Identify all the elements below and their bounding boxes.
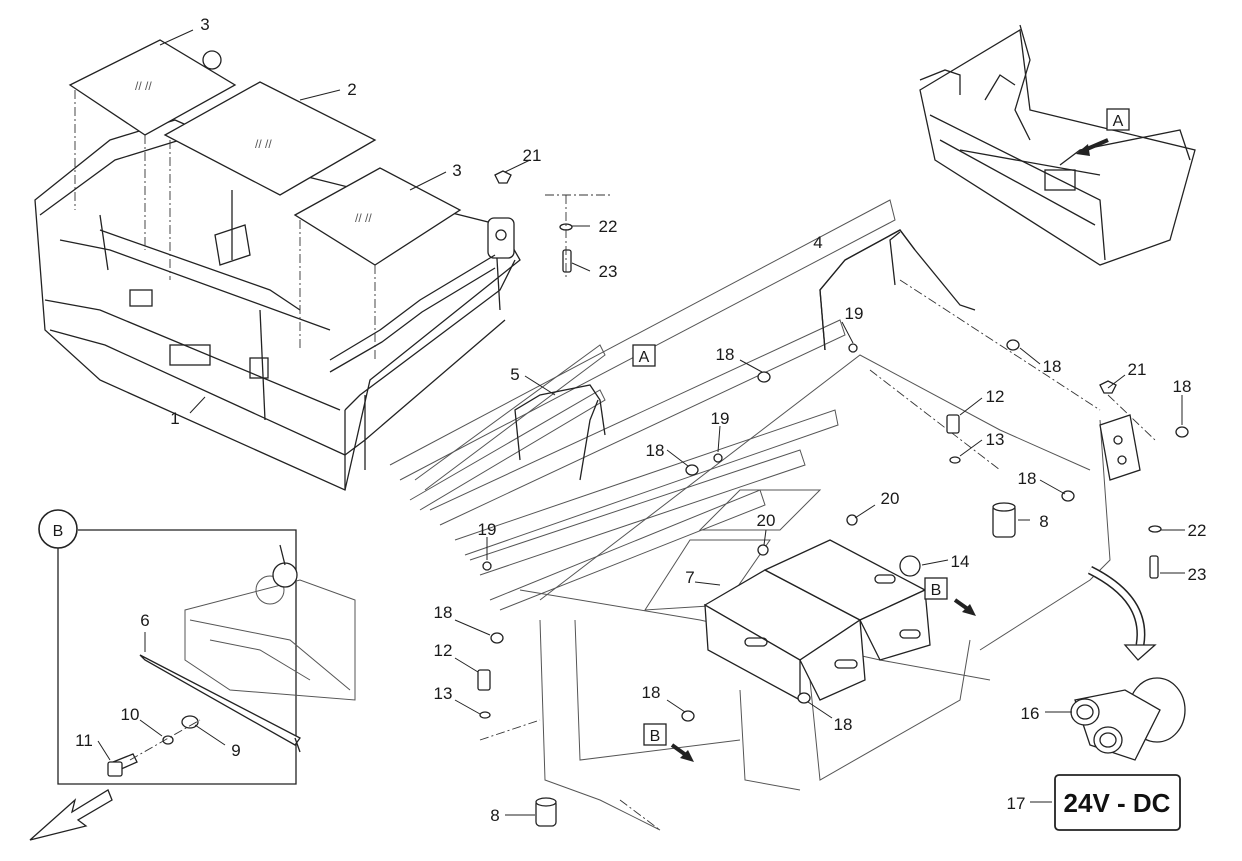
callout-5: 5 — [510, 365, 519, 384]
callout-4: 4 — [813, 233, 822, 252]
rubber-bumper-bottom — [535, 797, 557, 827]
callout-14: 14 — [951, 552, 970, 571]
callout-8-right: 8 — [1039, 512, 1048, 531]
o-ring — [899, 555, 921, 577]
callout-19-a: 19 — [845, 304, 864, 323]
view-arrow-bottom-left — [29, 789, 113, 841]
callout-18-c: 18 — [434, 603, 453, 622]
callout-23-right: 23 — [1188, 565, 1207, 584]
rubber-bumper-right — [992, 502, 1016, 538]
cover-plate-middle: // // — [163, 81, 377, 196]
callout-18-h: 18 — [1173, 377, 1192, 396]
leader-lines — [97, 29, 1185, 816]
curved-pointer-arrow — [1087, 565, 1157, 661]
svg-text:B: B — [931, 582, 942, 599]
callout-9: 9 — [231, 741, 240, 760]
inset-view-b — [57, 529, 356, 785]
callout-19-b: 19 — [711, 409, 730, 428]
view-b-arrows — [670, 598, 976, 762]
voltage-label: 24V - DC — [1064, 788, 1171, 818]
cover-plate-left: // // — [68, 39, 237, 136]
callout-11: 11 — [75, 731, 93, 750]
callout-1: 1 — [170, 409, 179, 428]
handle-bar-lower — [514, 384, 606, 481]
callout-6: 6 — [140, 611, 149, 630]
svg-text:// //: // // — [355, 211, 372, 225]
handle-bar-upper — [819, 229, 976, 351]
callout-10: 10 — [121, 705, 140, 724]
svg-text:// //: // // — [135, 79, 152, 93]
callout-18-g: 18 — [1018, 469, 1037, 488]
callout-3-left: 3 — [200, 15, 209, 34]
svg-text:// //: // // — [255, 137, 272, 151]
power-connector — [1070, 677, 1186, 761]
callout-20-a: 20 — [881, 489, 900, 508]
svg-text:B: B — [650, 728, 661, 745]
callout-numbers: 1 2 3 3 4 5 6 7 8 8 9 10 11 12 12 13 13 … — [75, 15, 1206, 825]
mounting-bracket-right — [1099, 414, 1141, 481]
callout-19-c: 19 — [478, 520, 497, 539]
cover-plate-right: // // — [293, 167, 462, 266]
callout-17: 17 — [1007, 794, 1026, 813]
callout-12-right: 12 — [986, 387, 1005, 406]
callout-22-top: 22 — [599, 217, 618, 236]
callout-18-b: 18 — [646, 441, 665, 460]
callout-23-top: 23 — [599, 262, 618, 281]
callout-21-right: 21 — [1128, 360, 1147, 379]
svg-text:A: A — [639, 349, 650, 366]
view-label-a-mid: A — [632, 344, 656, 367]
callout-7: 7 — [685, 568, 694, 587]
callout-13-right: 13 — [986, 430, 1005, 449]
view-label-b-circle: B — [38, 509, 78, 549]
callout-22-right: 22 — [1188, 521, 1207, 540]
callout-2: 2 — [347, 80, 356, 99]
inset-view-a — [919, 24, 1196, 266]
callout-20-b: 20 — [757, 511, 776, 530]
arrow-head-view-a — [1076, 144, 1090, 156]
callout-18-e: 18 — [834, 715, 853, 734]
view-label-b-bottom: B — [643, 723, 667, 746]
callout-16: 16 — [1021, 704, 1040, 723]
callout-8-bottom: 8 — [490, 806, 499, 825]
callout-21-top: 21 — [523, 146, 542, 165]
view-label-b-mid: B — [924, 577, 948, 600]
callout-18-d: 18 — [642, 683, 661, 702]
view-label-a-top: A — [1106, 108, 1130, 131]
callout-18-a: 18 — [716, 345, 735, 364]
svg-text:A: A — [1113, 113, 1124, 130]
callout-13-left: 13 — [434, 684, 453, 703]
voltage-label-box: 24V - DC — [1054, 774, 1181, 831]
svg-text:B: B — [53, 523, 64, 540]
callout-18-f: 18 — [1043, 357, 1062, 376]
callout-12-left: 12 — [434, 641, 453, 660]
callout-3-right: 3 — [452, 161, 461, 180]
